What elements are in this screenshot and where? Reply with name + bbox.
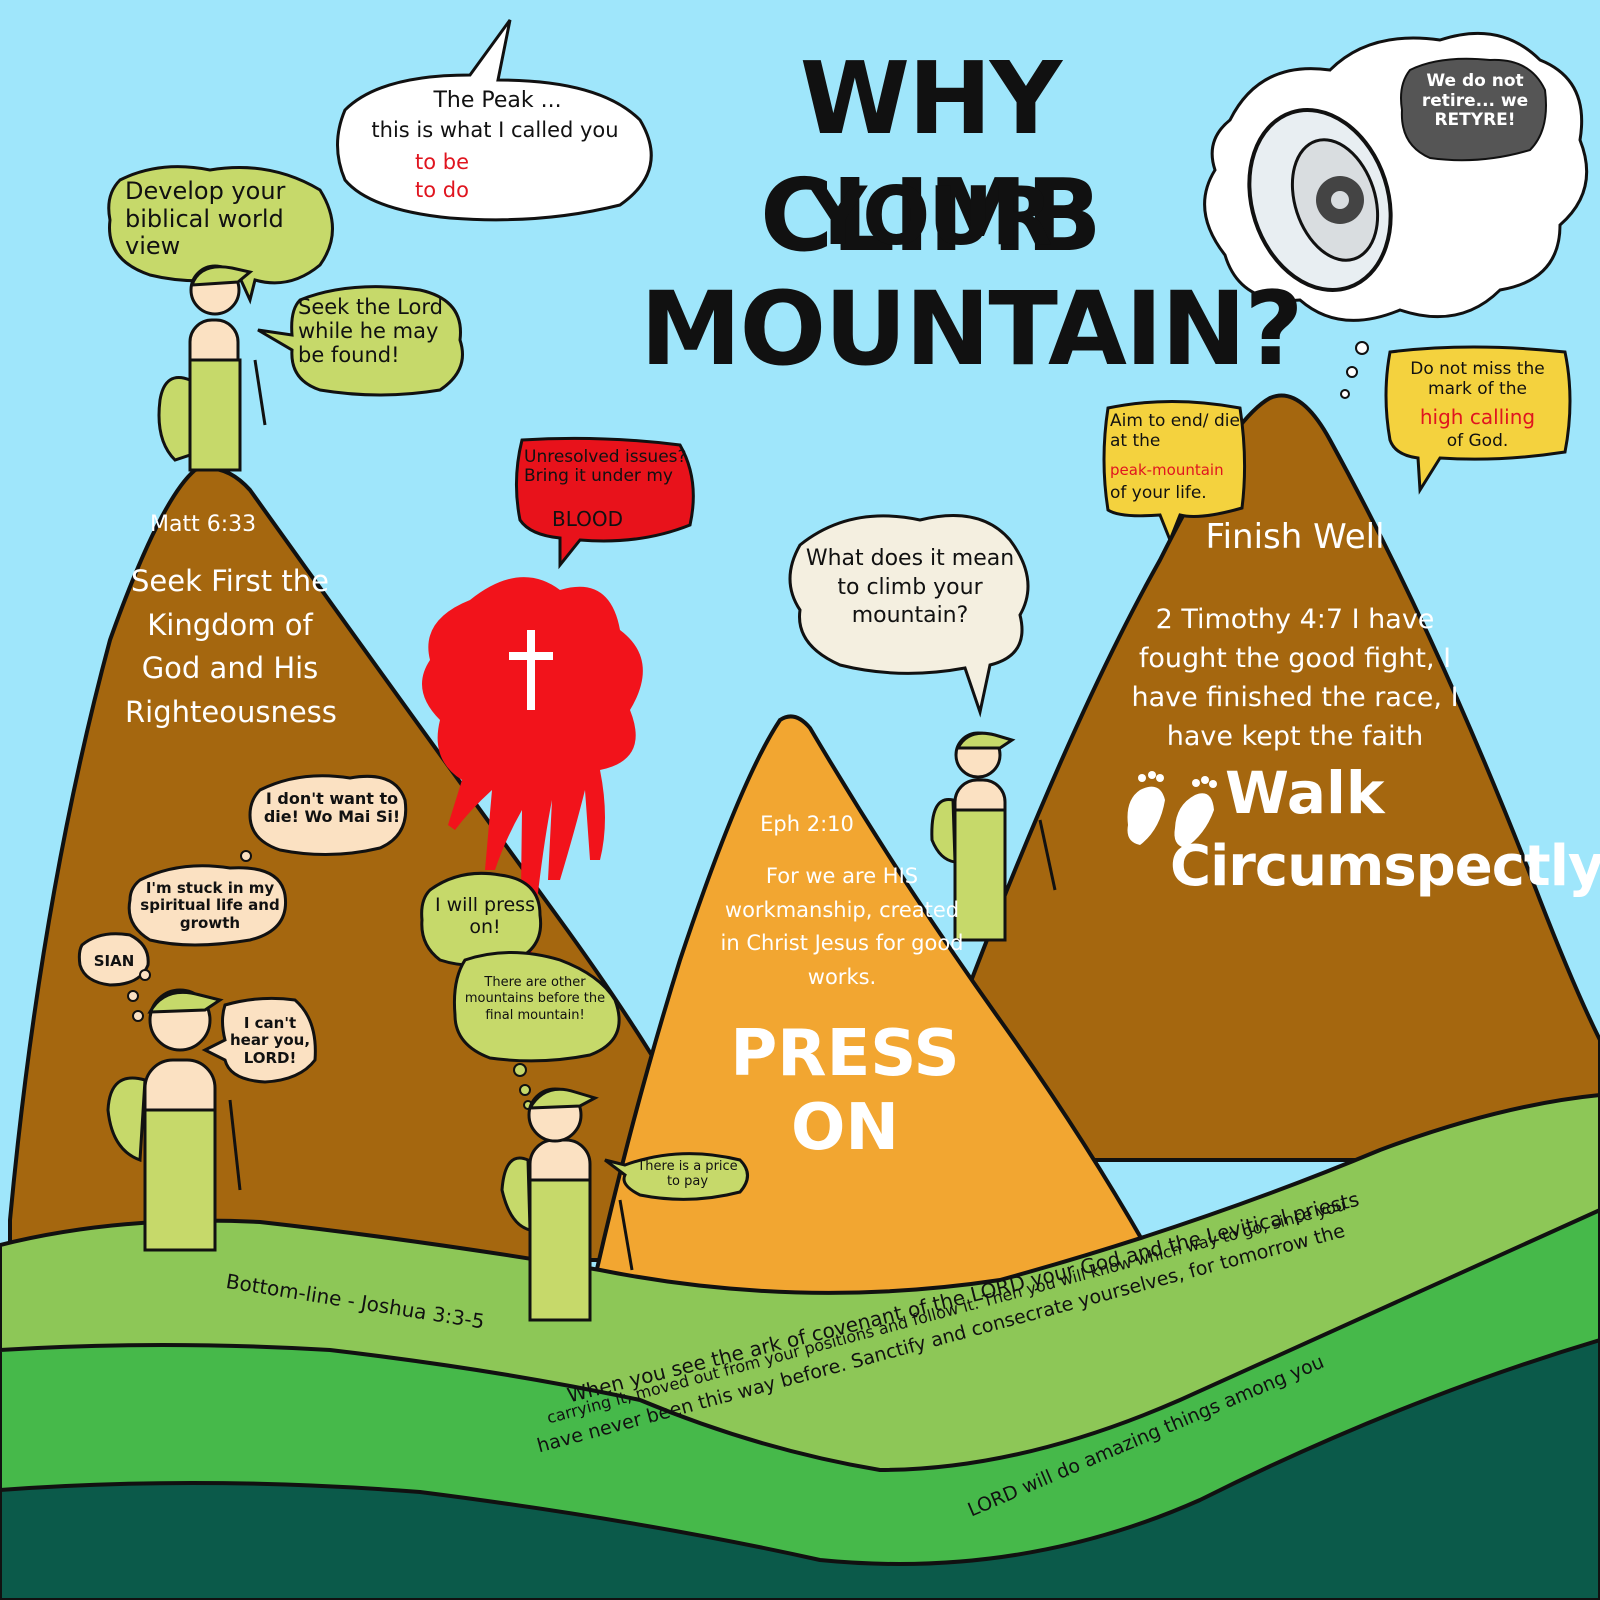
thought-dot xyxy=(513,1063,527,1077)
seek-lord-bubble-text: Seek the Lord while he may be found! xyxy=(298,295,443,368)
peak-bubble-to-do: to do xyxy=(415,178,469,202)
cant-hear-bubble xyxy=(201,996,317,1084)
aim-bubble-line2: of your life. xyxy=(1110,483,1207,503)
thought-dot xyxy=(1346,366,1358,378)
hiker-middle-figure xyxy=(500,1087,634,1322)
seek-lord-bubble xyxy=(257,285,464,397)
blood-cross-splash xyxy=(422,577,643,970)
right-verse-text: 2 Timothy 4:7 I have fought the good fig… xyxy=(1131,604,1459,753)
title-line-2: YOUR xyxy=(809,170,1053,263)
stuck-bubble xyxy=(127,864,288,947)
worldview-bubble-text: Develop your biblical world view xyxy=(125,177,286,261)
thought-dot xyxy=(139,969,151,981)
thought-dot xyxy=(240,850,252,862)
what-does-bubble-text: What does it mean to climb your mountain… xyxy=(805,546,1015,629)
ground-dark xyxy=(0,1337,1600,1600)
peak-bubble xyxy=(336,19,653,222)
middle-verse-ref: Eph 2:10 xyxy=(760,812,854,836)
thought-dot xyxy=(127,990,139,1002)
middle-verse-text: For we are HIS workmanship, created in C… xyxy=(720,864,964,989)
dont-want-die-text: I don't want to die! Wo Mai Si! xyxy=(263,789,401,827)
stuck-text: I'm stuck in my spiritual life and growt… xyxy=(140,879,280,932)
tyre-icon xyxy=(1247,108,1393,292)
thought-dot xyxy=(1340,389,1350,399)
sian-bubble xyxy=(77,932,150,987)
sian-text: SIAN xyxy=(93,952,135,970)
other-mountains-bubble xyxy=(453,951,621,1063)
what-does-bubble xyxy=(788,514,1030,718)
unresolved-bubble-text: Unresolved issues? Bring it under my xyxy=(524,447,687,486)
unresolved-bubble xyxy=(514,436,695,570)
do-not-miss-bubble xyxy=(1384,345,1572,495)
dont-want-die-bubble xyxy=(248,774,408,857)
aim-bubble-line1: Aim to end/ die at the xyxy=(1110,411,1240,451)
retire-bubble-text: We do not retire... we RETYRE! xyxy=(1421,71,1529,131)
aim-bubble xyxy=(1102,400,1247,545)
hiker-left-figure xyxy=(106,988,242,1252)
thought-dot xyxy=(1355,341,1369,355)
do-not-miss-high: high calling xyxy=(1419,405,1536,429)
do-not-miss-line1: Do not miss the mark of the xyxy=(1410,359,1545,399)
right-heading: Finish Well xyxy=(1205,517,1385,557)
thought-dot xyxy=(132,1010,144,1022)
left-verse-ref: Matt 6:33 xyxy=(150,512,257,537)
unresolved-bubble-blood: BLOOD xyxy=(552,507,624,531)
peak-bubble-to-be: to be xyxy=(415,150,470,174)
hiker-summit-figure xyxy=(157,264,267,472)
aim-bubble-peak: peak-mountain xyxy=(1110,461,1224,479)
title-line-1: WHY CLIMB xyxy=(759,40,1102,274)
other-mountains-text: There are other mountains before the fin… xyxy=(464,975,606,1023)
press-on-bubble-text: I will press on! xyxy=(434,894,535,938)
footprints-icon xyxy=(1127,771,1217,848)
do-not-miss-line2: of God. xyxy=(1446,431,1509,451)
thought-dot xyxy=(519,1084,531,1096)
peak-bubble-line2: this is what I called you xyxy=(371,118,619,142)
press-on-motto: PRESS ON xyxy=(730,1017,960,1165)
price-bubble-text: There is a price to pay xyxy=(637,1159,738,1189)
retire-bubble xyxy=(1400,57,1547,162)
title-line-3: MOUNTAIN? xyxy=(640,270,1304,389)
price-bubble xyxy=(604,1152,749,1201)
worldview-bubble xyxy=(107,165,334,305)
hiker-right-figure xyxy=(930,731,1057,942)
right-mountain xyxy=(958,393,1600,1162)
cant-hear-text: I can't hear you, LORD! xyxy=(229,1014,311,1067)
walk-motto: Walk xyxy=(1225,759,1385,827)
peak-bubble-line1: The Peak ... xyxy=(433,88,562,113)
circumspectly-motto: Circumspectly xyxy=(1170,834,1600,899)
left-verse-text: Seek First the Kingdom of God and His Ri… xyxy=(125,564,337,729)
